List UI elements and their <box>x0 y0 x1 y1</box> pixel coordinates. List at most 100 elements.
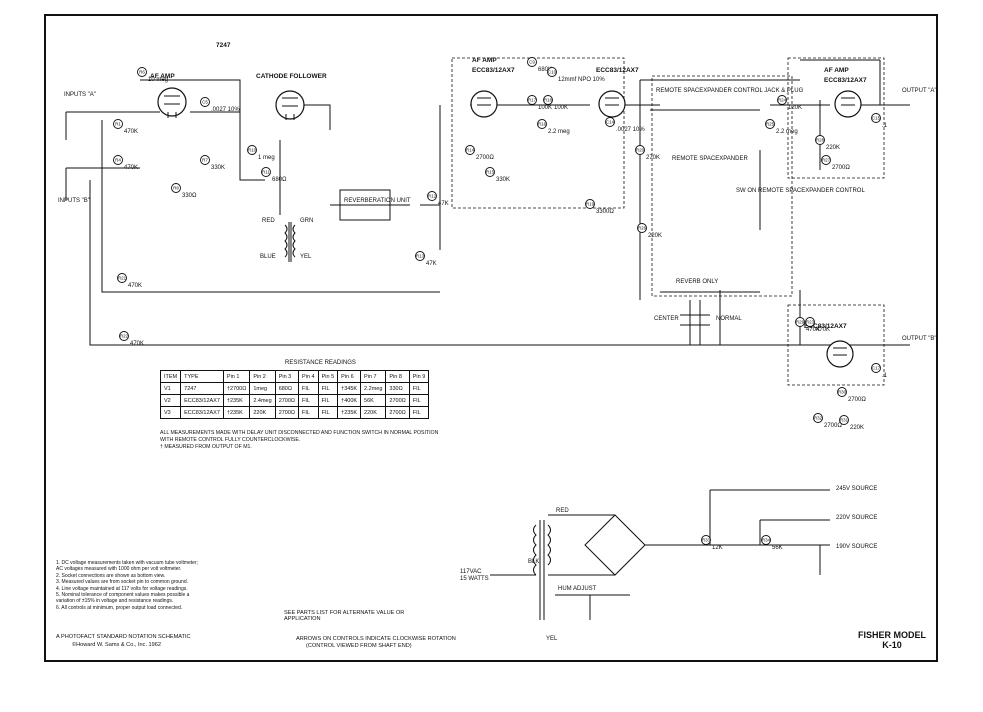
svg-text:680Ω: 680Ω <box>272 177 287 183</box>
svg-text:R22: R22 <box>120 334 129 339</box>
svg-text:R12: R12 <box>428 194 437 199</box>
credit-line-1: A PHOTOFACT STANDARD NOTATION SCHEMATIC <box>56 634 191 640</box>
svg-text:470K: 470K <box>816 327 830 333</box>
svg-text:R19: R19 <box>586 202 595 207</box>
svg-text:R4: R4 <box>115 158 121 163</box>
table-cell: †235K <box>337 406 362 419</box>
svg-text:C14: C14 <box>606 120 615 125</box>
bridge-rectifier <box>584 514 646 576</box>
svg-text:220K: 220K <box>850 425 864 431</box>
note-line: AC voltages measured with 1000 ohm per v… <box>56 566 182 573</box>
resistance-header-cell: Pin 2 <box>249 370 276 383</box>
svg-text:270K: 270K <box>646 155 660 161</box>
note-line: 3. Measured values are from socket pin t… <box>56 579 189 586</box>
svg-text:R26: R26 <box>638 226 647 231</box>
svg-text:R14: R14 <box>466 148 475 153</box>
v1a-section-label: AF AMP <box>150 73 175 80</box>
table-cell: FIL <box>298 382 319 395</box>
model-line-2: K-10 <box>882 640 902 650</box>
v3-section-label: AF AMP <box>824 67 849 74</box>
note-line: 2. Socket connections are shown as botto… <box>56 572 166 579</box>
v2-section-box <box>451 57 625 209</box>
svg-text:330K: 330K <box>496 177 510 183</box>
table-cell: 2700Ω <box>385 406 410 419</box>
table-cell: 56K <box>360 394 387 407</box>
svg-text:120K: 120K <box>788 105 802 111</box>
note-line: 4. Line voltage maintained at 117 volts … <box>56 585 188 592</box>
table-cell: †235K <box>222 406 251 419</box>
svg-text:470K: 470K <box>128 283 142 289</box>
resistance-header-cell: Pin 8 <box>385 370 410 383</box>
table-cell: 2.4meg <box>249 394 276 407</box>
svg-text:47K: 47K <box>426 261 437 267</box>
svg-text:470K: 470K <box>124 129 138 135</box>
arrows-footnote-1: ARROWS ON CONTROLS INDICATE CLOCKWISE RO… <box>296 636 456 642</box>
svg-text:12mmf NPO 10%: 12mmf NPO 10% <box>558 77 605 83</box>
svg-text:2700Ω: 2700Ω <box>848 397 866 403</box>
resistance-note-3: † MEASURED FROM OUTPUT OF M1. <box>160 444 252 450</box>
svg-text:R18: R18 <box>544 98 553 103</box>
table-cell: FIL <box>408 406 430 419</box>
v2-type-label: ECC83/12AX7 <box>472 67 515 74</box>
red-lead-label: RED <box>262 218 275 224</box>
v3b-section-box <box>787 304 885 386</box>
svg-text:R31: R31 <box>840 418 849 423</box>
mode-switch <box>680 300 710 345</box>
svg-text:470K: 470K <box>806 327 820 333</box>
resistance-header-cell: Pin 6 <box>337 370 362 383</box>
v3b-type-label: ECC83/12AX7 <box>804 323 847 330</box>
table-cell: FIL <box>317 394 339 407</box>
ac-watts-label: 15 WATTS <box>460 576 489 582</box>
ps-red-label: RED <box>556 508 569 514</box>
v1b-section-label: CATHODE FOLLOWER <box>256 73 327 80</box>
svg-text:R28: R28 <box>816 138 825 143</box>
table-cell: 220K <box>360 406 387 419</box>
table-cell: V1 <box>159 382 182 395</box>
svg-text:2.2 meg: 2.2 meg <box>776 129 798 135</box>
tube-v3b <box>826 340 854 368</box>
resistance-table-title: RESISTANCE READINGS <box>285 360 356 366</box>
tube-v1b <box>275 90 305 120</box>
resistance-header-cell: Pin 9 <box>408 370 430 383</box>
svg-text:R23: R23 <box>806 320 815 325</box>
svg-text:2700Ω: 2700Ω <box>824 423 842 429</box>
svg-text:10 meg: 10 meg <box>148 77 168 83</box>
remote-spacexpander-label: REMOTE SPACEXPANDER <box>672 156 748 162</box>
note-line: 5. Nominal tolerance of component values… <box>56 592 190 599</box>
resistance-header-cell: ITEM <box>159 370 182 383</box>
table-cell: FIL <box>317 382 339 395</box>
table-cell: FIL <box>298 394 319 407</box>
blue-lead-label: BLUE <box>260 254 276 260</box>
inputs-b-label: INPUTS "B" <box>58 198 90 204</box>
v2b-type-label: ECC83/12AX7 <box>596 67 639 74</box>
svg-text:2.2 meg: 2.2 meg <box>548 129 570 135</box>
svg-text:R33: R33 <box>702 538 711 543</box>
svg-text:R29: R29 <box>796 320 805 325</box>
schematic-sheet-border <box>44 14 938 662</box>
svg-text:R8: R8 <box>173 186 179 191</box>
